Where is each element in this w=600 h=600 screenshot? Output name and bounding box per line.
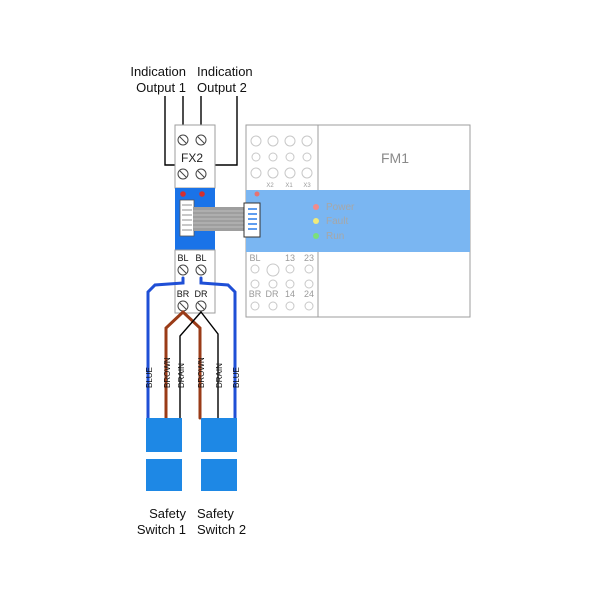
switch1-drain-wire <box>179 311 202 419</box>
run-led-label: Run <box>326 231 344 242</box>
fm1-label-dr: DR <box>266 289 279 299</box>
safety-switch-1 <box>146 418 182 491</box>
fm1-module: FM1 X2 X1 X3 BL 13 23 BR DR 14 24 <box>245 124 471 318</box>
fm1-label-br: BR <box>249 289 262 299</box>
fm1-label-x1: X1 <box>285 183 293 189</box>
switch1-label-line2: Switch 1 <box>137 522 186 537</box>
output1-label-line1: Indication <box>130 64 186 79</box>
power-led-label: Power <box>326 202 355 213</box>
wire-labels: BLUE BROWN DRAIN BROWN DRAIN BLUE <box>145 357 241 388</box>
switch2-label-line1: Safety <box>197 506 234 521</box>
field-wiring <box>146 276 237 420</box>
switch2-drain-wire <box>200 311 219 419</box>
switch2-brown-wire <box>181 310 202 420</box>
fx2-module: FX2 BL BL <box>174 124 261 314</box>
fault-led-icon <box>313 218 319 224</box>
wire-label-switch2-drain: DRAIN <box>215 363 224 388</box>
fm1-small-led <box>254 191 260 197</box>
fault-led-label: Fault <box>326 216 348 227</box>
fx2-label-bl-2: BL <box>195 253 206 263</box>
fm1-label-24: 24 <box>304 289 314 299</box>
output1-label-line2: Output 1 <box>136 80 186 95</box>
fm1-label-bl: BL <box>249 253 260 263</box>
fx2-label-dr: DR <box>195 289 208 299</box>
switch2-label-line2: Switch 2 <box>197 522 246 537</box>
wire-label-switch1-blue: BLUE <box>145 367 154 388</box>
output2-label-line1: Indication <box>197 64 253 79</box>
run-led-icon <box>313 233 319 239</box>
fx2-top-terminals <box>177 134 207 180</box>
fm1-label-13: 13 <box>285 253 295 263</box>
wire-label-switch2-brown: BROWN <box>197 357 206 388</box>
fx2-label-bl-1: BL <box>177 253 188 263</box>
fm1-connector <box>243 202 261 238</box>
fm1-title: FM1 <box>381 150 409 166</box>
switch1-brown-wire <box>164 310 185 420</box>
switch2-blue-wire <box>199 276 237 420</box>
fm1-label-x2: X2 <box>266 183 274 189</box>
switch1-blue-wire <box>146 276 185 420</box>
fx2-label-br: BR <box>177 289 190 299</box>
fm1-status-band <box>246 190 470 252</box>
fm1-mid-terminals <box>250 263 314 289</box>
fm1-label-23: 23 <box>304 253 314 263</box>
indication-output-wires <box>164 96 238 166</box>
fx2-title: FX2 <box>181 151 203 165</box>
wire-label-switch1-brown: BROWN <box>163 357 172 388</box>
safety-switch-2 <box>201 418 237 491</box>
fx2-led-right-icon <box>199 191 205 197</box>
fm1-label-x3: X3 <box>303 183 311 189</box>
fm1-bottom-terminals <box>250 301 314 311</box>
output2-label-line2: Output 2 <box>197 80 247 95</box>
wire-label-switch1-drain: DRAIN <box>177 363 186 388</box>
power-led-icon <box>313 204 319 210</box>
fm1-top-terminals <box>250 135 313 179</box>
fm1-label-14: 14 <box>285 289 295 299</box>
wire-label-switch2-blue: BLUE <box>232 367 241 388</box>
fx2-led-left-icon <box>180 191 186 197</box>
switch1-label-line1: Safety <box>149 506 186 521</box>
